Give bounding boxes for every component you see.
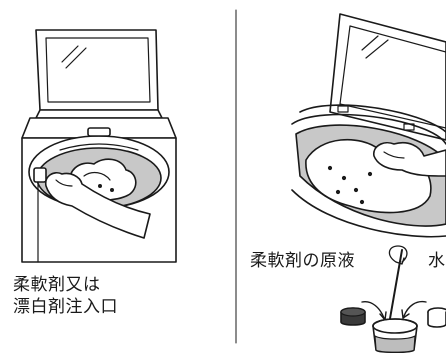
softener-cap	[340, 307, 366, 326]
inlet-label-line1: 柔軟剤又は	[13, 275, 101, 295]
softener-inlet	[33, 167, 47, 183]
washer-right	[291, 13, 446, 238]
washer-lid	[35, 29, 159, 111]
stir-arrow	[388, 245, 408, 263]
undiluted-softener-label: 柔軟剤の原液	[250, 251, 355, 271]
water-cup	[427, 307, 446, 328]
arrow-softener	[361, 301, 385, 319]
dilution-illustration	[340, 245, 446, 354]
arrow-water	[403, 300, 427, 317]
inlet-label-line2: 漂白剤注入口	[13, 297, 118, 317]
water-label: 水	[428, 251, 446, 271]
washer-left	[21, 29, 177, 263]
stir-rod	[387, 249, 403, 331]
hand-right	[373, 141, 446, 177]
mixing-cup	[372, 318, 418, 354]
hand-left	[44, 171, 151, 239]
inlet-label: 柔軟剤又は 漂白剤注入口	[13, 274, 118, 318]
